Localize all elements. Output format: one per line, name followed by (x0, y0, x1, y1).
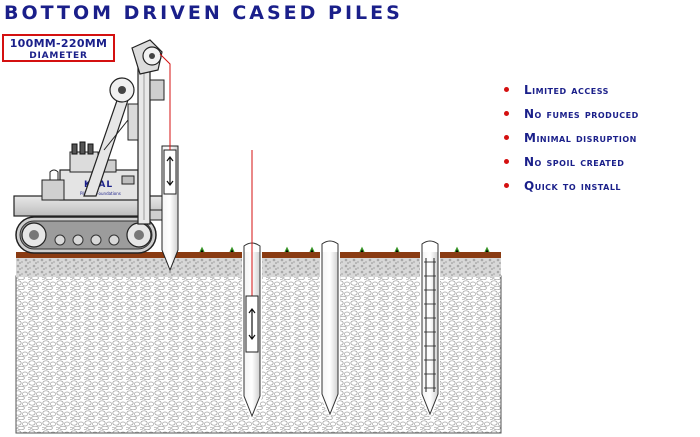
benefit-item: Quick to install (500, 178, 639, 202)
benefit-text: No spoil created (524, 155, 625, 169)
bullet-icon (504, 183, 509, 188)
bullet-icon (504, 111, 509, 116)
diameter-caption: DIAMETER (29, 51, 88, 61)
bullet-icon (504, 87, 509, 92)
benefit-text: Minimal disruption (524, 131, 637, 145)
casing-2 (321, 249, 339, 416)
bullet-icon (504, 159, 509, 164)
internal-drop-hammer (245, 150, 259, 353)
benefit-item: Minimal disruption (500, 130, 639, 154)
crawler-tracks (15, 216, 157, 254)
benefit-item: No fumes produced (500, 106, 639, 130)
up-down-arrow-icon (248, 308, 256, 340)
benefit-text: No fumes produced (524, 107, 639, 121)
pile-tops (243, 240, 439, 252)
rig-hammer-arrow-icon (166, 156, 174, 186)
benefits-list: Limited access No fumes produced Minimal… (500, 82, 639, 202)
piling-rig: KTAL Piling & Foundations (13, 39, 179, 272)
page-title: BOTTOM DRIVEN CASED PILES (4, 2, 403, 24)
benefit-text: Quick to install (524, 179, 622, 193)
benefit-item: No spoil created (500, 154, 639, 178)
winch-rope (159, 53, 171, 150)
bullet-icon (504, 135, 509, 140)
diameter-range: 100MM-220MM (9, 37, 108, 50)
rig-counterweight (41, 179, 65, 201)
diameter-label-box: 100MM-220MM DIAMETER (2, 34, 115, 62)
reinforcement-cage (424, 258, 436, 392)
benefit-text: Limited access (524, 83, 609, 97)
rig-logo-sub: Piling & Foundations (80, 191, 121, 196)
benefit-item: Limited access (500, 82, 639, 106)
